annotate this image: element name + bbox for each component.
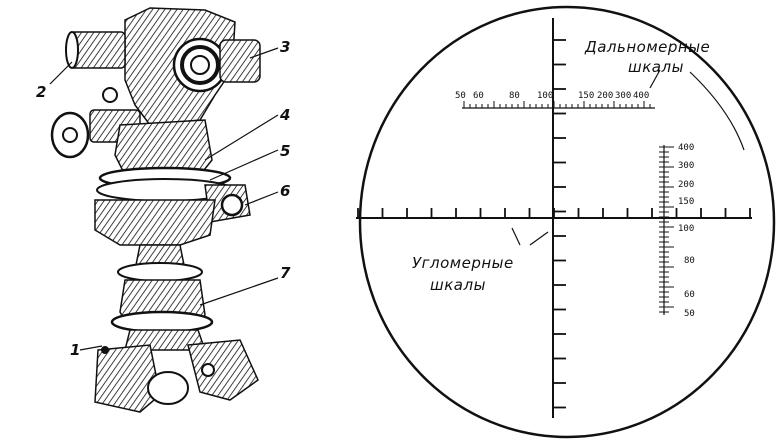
- callout-7: 7: [280, 264, 291, 282]
- horizontal-range-scale: 50 60 80 100 150 200 300 400: [455, 91, 655, 109]
- callout-2: 2: [36, 83, 46, 101]
- reticle-circle: [358, 5, 776, 439]
- horizontal-angle-scale: [357, 208, 751, 218]
- h-range-label-150: 150: [578, 91, 594, 101]
- h-range-label-300: 300: [615, 91, 631, 101]
- h-range-label-60: 60: [473, 91, 484, 101]
- angle-scales-caption-line1: Угломерные: [412, 254, 514, 272]
- v-range-label-200: 200: [678, 180, 694, 190]
- v-range-label-60: 60: [684, 290, 695, 300]
- v-range-label-400: 400: [678, 143, 694, 153]
- angle-scales-caption-line2: шкалы: [430, 276, 486, 294]
- right-objective: [172, 37, 261, 93]
- angle-caption-leader: [511, 227, 549, 246]
- h-range-label-100: 100: [537, 91, 553, 101]
- callout-1: 1: [70, 341, 80, 359]
- v-range-label-100: 100: [678, 224, 694, 234]
- v-range-label-50: 50: [684, 309, 695, 319]
- callout-leaders: [49, 47, 279, 351]
- v-range-label-300: 300: [678, 161, 694, 171]
- range-scales-caption-line1: Дальномерные: [584, 38, 710, 56]
- vertical-range-scale: 400 300 200 150 100 80 60 50: [659, 143, 695, 319]
- callout-3: 3: [280, 38, 290, 56]
- v-range-label-150: 150: [678, 197, 694, 207]
- callout-6: 6: [280, 182, 290, 200]
- vertical-angle-scale: [553, 39, 566, 409]
- instrument-lower-body: [94, 199, 216, 246]
- h-range-label-80: 80: [509, 91, 520, 101]
- range-caption-leader-2: [689, 71, 745, 151]
- side-eyepiece: [50, 87, 141, 159]
- instrument-base: [94, 339, 259, 413]
- instrument-body: [114, 119, 213, 176]
- h-range-label-50a: 50: [455, 91, 466, 101]
- stand-ring: [110, 310, 214, 334]
- callout-4: 4: [279, 106, 290, 124]
- neck-ring: [117, 262, 203, 282]
- h-range-label-200: 200: [597, 91, 613, 101]
- callout-5: 5: [280, 142, 290, 160]
- v-range-label-80: 80: [684, 256, 695, 266]
- range-scales-caption-line2: шкалы: [628, 58, 684, 76]
- h-range-label-400: 400: [633, 91, 649, 101]
- instrument-drawing: 1 2 3 4 5 6 7: [36, 7, 291, 413]
- range-caption-leader: [649, 69, 661, 89]
- reticle: 50 60 80 100 150 200 300 400 400 300 200…: [356, 5, 776, 439]
- left-eyepiece: [65, 31, 126, 69]
